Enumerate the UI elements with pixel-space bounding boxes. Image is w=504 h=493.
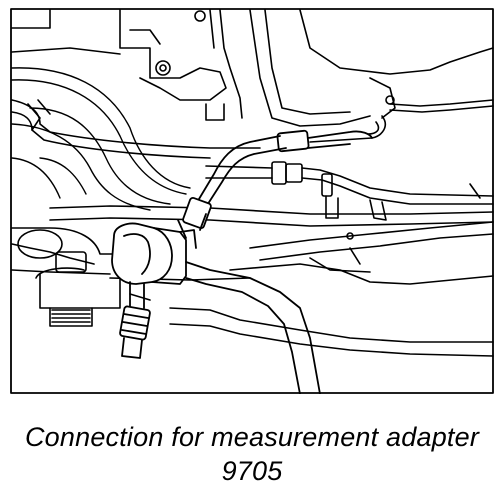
frame-rails [49,183,494,273]
right-body-panel [249,9,494,127]
pressure-line [195,129,373,211]
coiled-hoses [11,67,191,211]
cross-member [11,227,494,357]
measurement-adapter [111,196,321,394]
figure-caption: Connection for measurement adapter 9705 [0,420,504,488]
technical-illustration [10,8,494,394]
caption-line-1: Connection for measurement adapter [24,422,480,452]
caption-line-2: 9705 [221,456,283,486]
illustration-frame [10,8,494,394]
mid-right-line [205,161,494,221]
upper-hose [11,99,261,159]
upper-bracket [11,9,243,121]
